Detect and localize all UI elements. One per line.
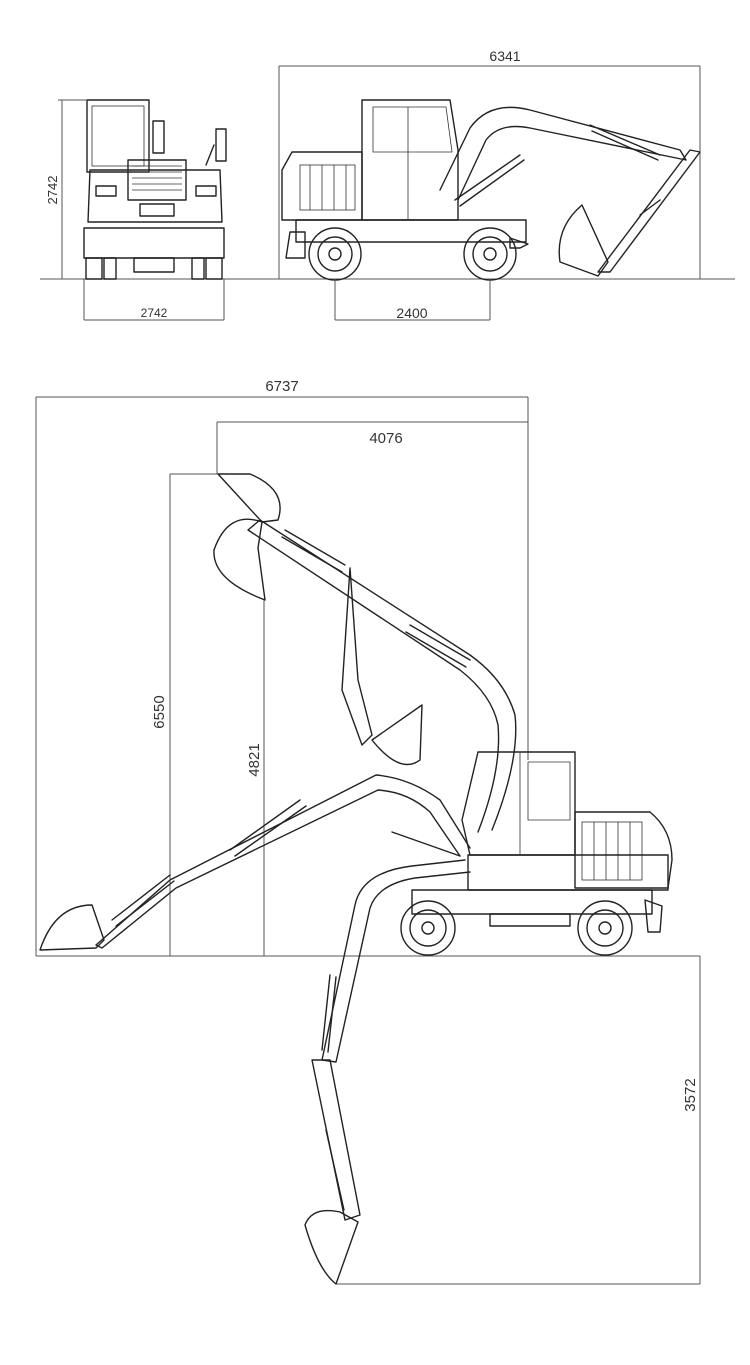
boom-lowered [304,859,471,1285]
max-dig-height-label: 6550 [151,695,168,728]
wheelbase-label: 2400 [396,305,427,321]
max-dump-height-label: 4821 [246,743,263,776]
front-view: 2742 2742 [40,99,735,321]
working-range-view: 6737 4076 6550 4821 3572 [35,378,701,1285]
side-view: 6341 2 [278,48,701,321]
front-height-label: 2742 [45,176,60,205]
max-dig-depth-label: 3572 [682,1078,699,1111]
boom-raised [213,473,517,833]
excavator-body [400,751,673,956]
overall-length-label: 6341 [489,48,520,64]
front-width-label: 2742 [141,306,168,320]
boom-extended [39,774,471,951]
max-reach-label: 6737 [265,378,298,395]
max-dump-reach-label: 4076 [369,430,402,447]
